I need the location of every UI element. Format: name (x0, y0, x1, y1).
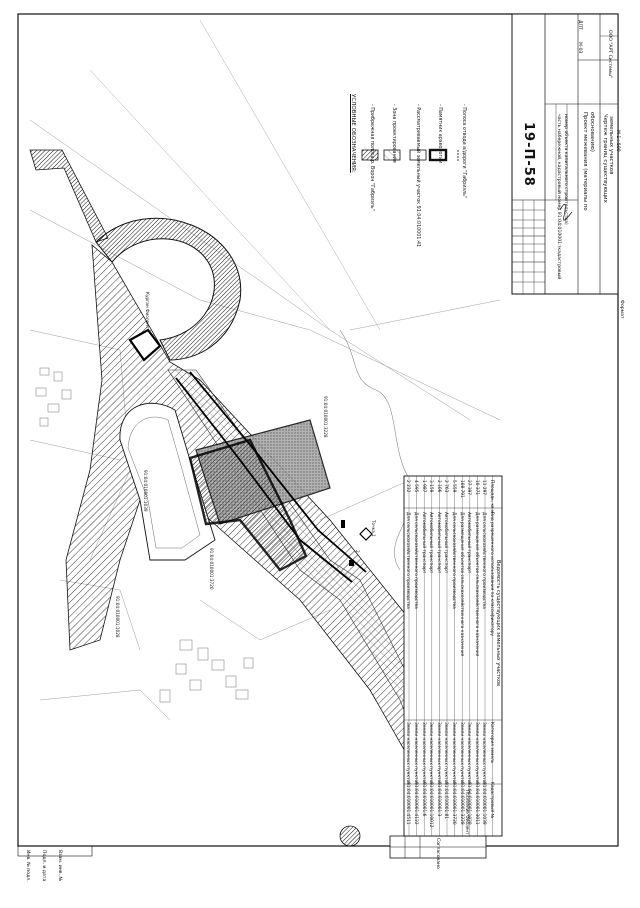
coastal-strip (29, 149, 109, 243)
table-cell: Автомобильный транспорт (435, 512, 441, 574)
label-parcel-d: 91:04:010001:1028 (115, 596, 120, 638)
object-desc-2: номер объекта капитального строительства… (563, 114, 568, 225)
table-cell: Земли населенных пунктов (428, 722, 434, 785)
table-cell: 5 559 (451, 480, 456, 493)
table-cell: 1 987 (420, 480, 426, 493)
legend-swatch-design (383, 149, 401, 161)
table-cell: Земли населенных пунктов (473, 722, 479, 785)
table-cell: 11 297 (481, 480, 487, 496)
legend-item-design: - Зона проектирования (391, 104, 396, 163)
table-cell: Земли населенных пунктов (435, 722, 441, 785)
table-title: Ведомость существующих земельных участко… (495, 560, 501, 686)
legend (361, 148, 459, 162)
project-line-2: обоснованию) (589, 112, 595, 152)
table-cell: 2 106 (435, 480, 441, 493)
table-cell: 2 763 (443, 480, 449, 493)
point-marker-1 (341, 520, 345, 528)
legend-item-coastal: - Прибрежная полоса р. Ворон "Габриэль" (369, 104, 374, 211)
table-cell: 91:04:010001:3011 (473, 782, 479, 825)
parcels-table (403, 475, 503, 837)
legend-swatch-parcel (409, 149, 427, 161)
table-cell: 4 595 (413, 480, 418, 493)
table-cell: Автомобильный транспорт (443, 512, 449, 574)
object-desc-1: часть набережной, кадастровый номер 91:0… (556, 114, 561, 280)
table-cell: Для размещения объектов сельскохозяйстве… (473, 512, 479, 657)
company-name: ООО "АРТ Системы" (607, 30, 612, 79)
horseshoe-zone (95, 217, 242, 361)
legend-swatch-archaeology (428, 148, 448, 162)
stamp-sign: Подп. и дата (41, 850, 46, 882)
sheet-scale: М 1 : 500 (615, 130, 620, 152)
signature-mark (559, 203, 573, 221)
stamp-replace: Взам. инв. № (57, 850, 62, 882)
legend-item-road: - Полоса отвода а/дороги "Габриэль" (461, 104, 466, 199)
table-header-cell: Площадь, кв.м (489, 480, 494, 514)
point-marker-2 (349, 560, 354, 566)
table-header-cell: Категория земель (489, 722, 494, 764)
table-cell: Автомобильный транспорт (428, 512, 434, 574)
legend-title: УСЛОВНЫЕ ОБОЗНАЧЕНИЯ: (350, 94, 356, 173)
legend-item-parcel: - Рассматриваемый земельный участок 91:0… (415, 104, 420, 248)
table-cell: Земли населенных пунктов (405, 722, 411, 785)
lower-hatch-circle (339, 825, 361, 847)
road-edges (175, 371, 367, 583)
table-cell: Для сельскохозяйственного производства (481, 512, 487, 609)
buildings (35, 367, 254, 703)
title-block (511, 13, 619, 295)
table-cell: 91:04:010001:3 (435, 782, 441, 817)
table-cell: 91:04:010001:6 (420, 782, 426, 817)
table-header-cell: Кадастровый № (489, 782, 494, 819)
table-cell: 3 159 (428, 480, 434, 493)
table-cell: Земли населенных пунктов (481, 722, 487, 785)
table-cell: 91:04:010001:3228 (458, 782, 464, 825)
table-cell: Для сельскохозяйственного производства (451, 512, 456, 609)
label-parcel-b: 91:04:010001:1039 (143, 470, 148, 512)
table-cell: 27 397 (466, 480, 472, 496)
table-cell: 91:04:010001:10012 (428, 782, 434, 828)
legend-swatch-coastal (361, 149, 379, 161)
drawing-number: 19-П-58 (521, 122, 536, 187)
table-cell: 91:04:010001:3720 (451, 782, 456, 825)
shoreline (339, 329, 412, 571)
table-cell: Земли населенных пунктов (466, 722, 472, 785)
table-header-cell: Вид разрешенного использования по класси… (489, 512, 494, 637)
table-cell: Автомобильный транспорт (466, 512, 472, 574)
sheet-title-2: земельных участков (608, 116, 614, 175)
archaeology-site (128, 328, 162, 362)
table-cell: 108 791 (458, 480, 464, 498)
sheet-code: М-03 (577, 42, 582, 54)
table-cell: Земли населенных пунктов (420, 722, 426, 785)
table-cell: 91:04:010001:1039 (481, 782, 487, 825)
table-cell: 91:04:010001:4511 (405, 782, 411, 825)
label-arch-site: Курган Фиолент (145, 292, 150, 329)
stage-code: ДПТ (577, 20, 582, 30)
table-cell: Для размещения объектов сельскохозяйстве… (458, 512, 464, 657)
stamp-inv: Инв. № подл. (25, 850, 30, 882)
label-point-1: Точка 1 (371, 520, 376, 537)
stamp-agreed: Согласовано (435, 838, 440, 869)
table-cell: 91:04:010001:81 (443, 782, 449, 820)
label-parcel-a: 91:04:010001:3228 (323, 396, 328, 438)
table-cell: Для сельскохозяйственного производства (405, 512, 411, 609)
label-parcel-c: 91:04:010001:3720 (209, 548, 214, 590)
table-cell: Земли населенных пунктов (458, 722, 464, 785)
label-arch-site-2: Поселение Фиолент (465, 790, 470, 835)
table-cell: Автомобильный транспорт (420, 512, 426, 574)
format-label: Формат (619, 300, 624, 319)
table-cell: Для сельскохозяйственного производства (413, 512, 418, 609)
table-cell: 2 232 (405, 480, 411, 493)
label-point-2: 2 (355, 550, 360, 553)
project-line-1: Проект межевания (материалы по (582, 112, 588, 211)
table-cell: 91:04:010001:4122 (413, 782, 418, 825)
table-cell: Земли населенных пунктов (443, 722, 449, 785)
table-cell: Земли населенных пунктов (413, 722, 418, 785)
legend-item-archaeology: - Памятник археологии (437, 104, 442, 164)
table-cell: 10 371 (473, 480, 479, 496)
table-cell: Земли населенных пунктов (451, 722, 456, 785)
